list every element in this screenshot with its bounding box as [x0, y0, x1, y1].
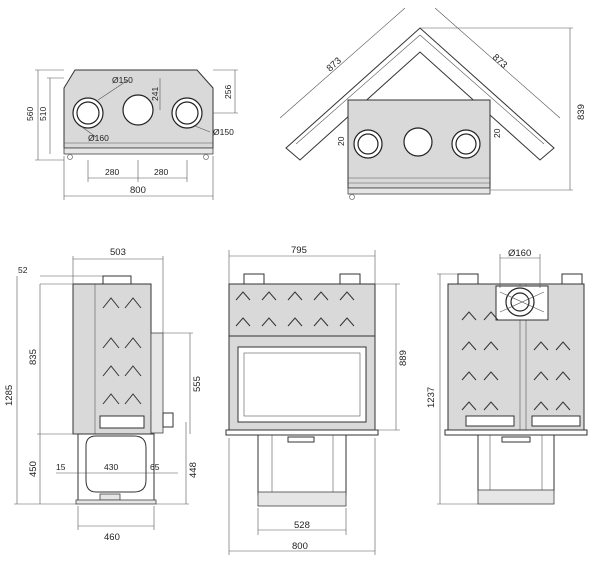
view-top-corner: 873 873 839 20 20 — [279, 7, 587, 200]
flue-center — [122, 94, 154, 126]
dim-20-left: 20 — [336, 136, 346, 146]
corner-front-base — [477, 434, 555, 492]
dim-835: 835 — [28, 349, 39, 365]
side-upper-body — [72, 283, 152, 435]
side-chevrons — [102, 297, 142, 405]
dim-280-left: 280 — [105, 167, 119, 177]
dim-889: 889 — [398, 350, 409, 366]
front-base — [257, 434, 347, 496]
dim-873-left: 873 — [325, 55, 344, 74]
corner-chevrons — [461, 311, 571, 411]
flue-left-inner — [76, 101, 100, 125]
view-front: 795 889 528 800 — [225, 245, 409, 555]
dim-280-right: 280 — [154, 167, 168, 177]
dim-256: 256 — [223, 85, 233, 99]
dim-800-front: 800 — [292, 541, 308, 552]
dim-1285: 1285 — [4, 385, 15, 406]
dim-510: 510 — [38, 107, 48, 121]
label-d150-right: Ø150 — [213, 127, 234, 137]
dim-503: 503 — [110, 247, 126, 258]
view-corner-front: Ø160 1237 — [426, 248, 588, 505]
dim-839: 839 — [576, 104, 587, 120]
dim-528: 528 — [294, 520, 310, 531]
dim-65: 65 — [150, 462, 160, 472]
front-top-panel — [228, 283, 376, 337]
dim-800-top: 800 — [130, 185, 146, 196]
dim-560: 560 — [25, 107, 35, 121]
dim-20-right: 20 — [492, 128, 502, 138]
label-d160-corner: Ø160 — [508, 248, 531, 259]
dim-448: 448 — [188, 462, 199, 478]
dim-241: 241 — [150, 87, 160, 101]
dim-555: 555 — [192, 376, 203, 392]
dim-795: 795 — [291, 245, 307, 256]
front-chevrons — [235, 291, 355, 327]
label-d160: Ø160 — [88, 133, 109, 143]
dim-450: 450 — [28, 461, 39, 477]
dim-460: 460 — [104, 532, 120, 543]
dim-15: 15 — [56, 462, 66, 472]
view-side: 503 52 835 1285 555 450 448 15 430 65 46… — [4, 247, 203, 543]
dim-430: 430 — [104, 462, 118, 472]
dim-52: 52 — [18, 265, 28, 275]
view-top-front: 560 510 Ø150 241 256 Ø160 Ø150 280 280 8… — [25, 69, 238, 200]
dim-1237: 1237 — [426, 387, 437, 408]
dim-873-right: 873 — [490, 52, 509, 71]
front-glass — [237, 346, 367, 423]
label-d150-left: Ø150 — [112, 75, 133, 85]
flue-right-inner — [175, 101, 199, 125]
